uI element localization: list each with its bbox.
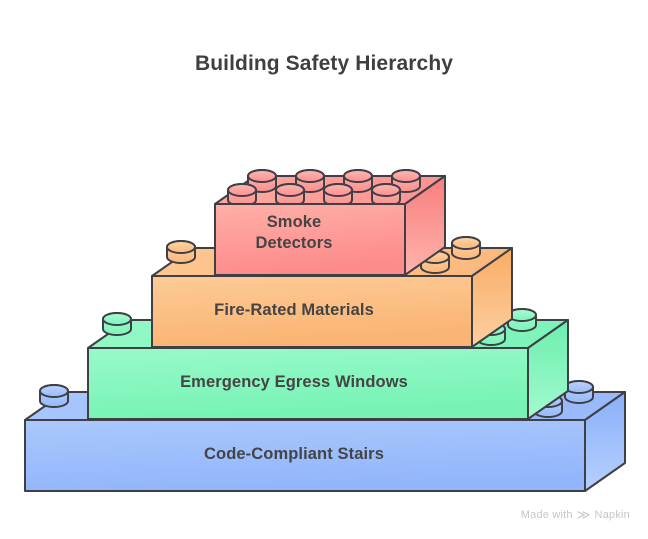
brick-front-face-1 [151,275,473,348]
watermark-brand: Napkin [594,508,630,521]
brick-front-face-3 [24,419,586,492]
watermark-prefix: Made with [520,508,573,521]
brick-studs-0 [227,169,421,207]
brick-level-0[interactable] [214,169,446,276]
napkin-watermark: Made with ≫ Napkin [521,508,630,521]
brick-front-face-2 [87,347,529,420]
brick-front-face-0 [214,203,406,276]
page-title: Building Safety Hierarchy [194,52,454,75]
napkin-logo-icon: ≫ [576,507,591,522]
